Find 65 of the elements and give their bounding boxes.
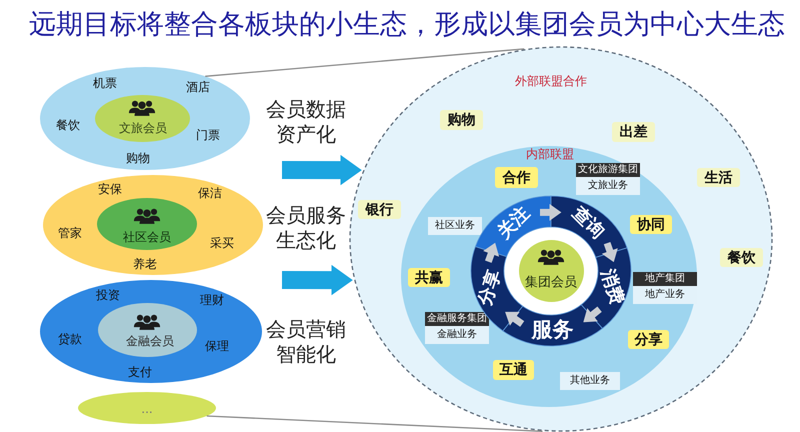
connector-line bbox=[205, 48, 524, 77]
service-label: 保理 bbox=[205, 339, 229, 353]
cycle-arrow bbox=[583, 306, 602, 322]
slogan-text: 会员营销智能化 bbox=[265, 317, 347, 367]
ellipsis-text: ... bbox=[141, 402, 153, 416]
slogan-text: 会员服务生态化 bbox=[265, 203, 347, 253]
service-label: 酒店 bbox=[186, 80, 210, 94]
block-arrow bbox=[282, 264, 353, 296]
connector-line bbox=[206, 415, 543, 432]
business-card bbox=[633, 272, 697, 304]
service-label: 支付 bbox=[128, 365, 152, 379]
business-label: 金融业务 bbox=[437, 328, 477, 342]
business-label: 其他业务 bbox=[570, 374, 610, 388]
service-label: 理财 bbox=[200, 293, 224, 307]
segment-label: 消费 bbox=[597, 267, 627, 308]
business-label: 文旅业务 bbox=[588, 178, 628, 193]
alliance-heading: 外部联盟合作 bbox=[515, 74, 587, 88]
business-card bbox=[560, 372, 620, 390]
member-label: 集团会员 bbox=[525, 276, 577, 290]
service-label: 购物 bbox=[126, 151, 150, 165]
group-header: 文化旅游集团 bbox=[576, 163, 640, 177]
service-label: 管家 bbox=[58, 226, 82, 240]
cycle-arrow bbox=[602, 242, 618, 262]
business-label: 社区业务 bbox=[435, 218, 475, 233]
slogan-text: 会员数据资产化 bbox=[265, 97, 347, 147]
group-header: 金融服务集团 bbox=[425, 312, 489, 326]
service-label: 贷款 bbox=[58, 332, 82, 346]
member-label: 文旅会员 bbox=[119, 121, 167, 135]
service-label: 门票 bbox=[196, 128, 220, 142]
cycle-arrow bbox=[540, 204, 562, 221]
service-label: 养老 bbox=[133, 257, 157, 271]
page-title: 远期目标将整合各板块的小生态，形成以集团会员为中心大生态 bbox=[29, 8, 785, 42]
business-card bbox=[428, 217, 482, 235]
category-tag: 银行 bbox=[358, 200, 401, 219]
alliance-heading: 内部联盟 bbox=[526, 147, 574, 161]
value-tag: 分享 bbox=[628, 330, 669, 349]
value-tag: 合作 bbox=[495, 167, 538, 188]
block-arrow bbox=[282, 154, 362, 186]
inner-alliance-circle bbox=[400, 145, 698, 408]
category-tag: 生活 bbox=[697, 168, 740, 187]
group-header: 地产集团 bbox=[633, 272, 697, 286]
value-tag: 协同 bbox=[630, 215, 672, 234]
cycle-arrow bbox=[483, 242, 500, 263]
business-label: 地产业务 bbox=[645, 288, 685, 302]
value-tag: 互通 bbox=[493, 360, 534, 380]
service-label: 安保 bbox=[98, 182, 122, 196]
value-tag: 共赢 bbox=[408, 268, 450, 287]
segment-label: 分享 bbox=[475, 268, 506, 309]
service-label: 保洁 bbox=[198, 186, 222, 200]
service-label: 采买 bbox=[210, 236, 234, 250]
service-label: 餐饮 bbox=[56, 118, 80, 132]
segment-label: 查询 bbox=[568, 203, 608, 243]
category-tag: 购物 bbox=[440, 110, 483, 130]
business-card bbox=[576, 163, 640, 195]
member-label: 金融会员 bbox=[126, 334, 174, 348]
outer-alliance-circle bbox=[349, 46, 773, 432]
category-tag: 餐饮 bbox=[720, 248, 763, 267]
service-label: 机票 bbox=[93, 76, 117, 90]
segment-label: 服务 bbox=[532, 318, 574, 342]
member-label: 社区会员 bbox=[123, 230, 171, 244]
segment-label: 关注 bbox=[494, 202, 534, 242]
cycle-arrow bbox=[505, 312, 524, 327]
business-card bbox=[425, 312, 489, 344]
service-label: 投资 bbox=[96, 288, 120, 302]
category-tag: 出差 bbox=[612, 122, 655, 142]
